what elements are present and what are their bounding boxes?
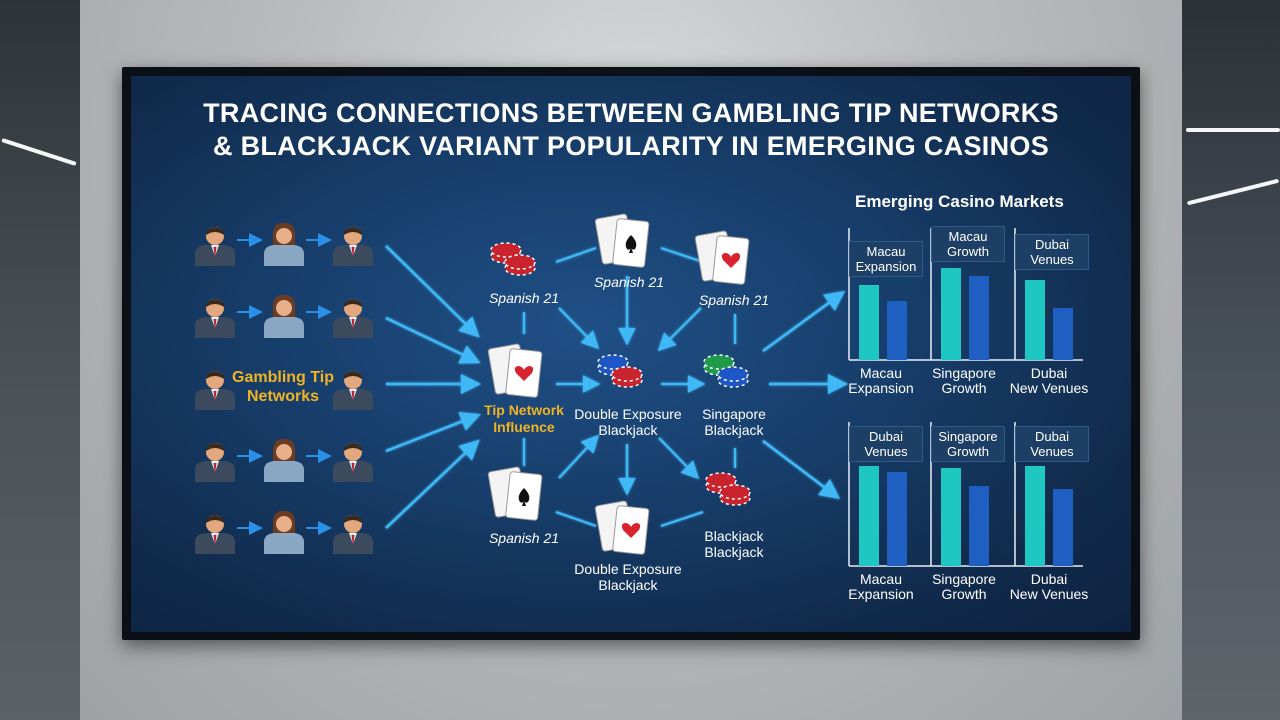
category-line: Expansion	[848, 586, 914, 602]
cards-icon	[487, 343, 543, 399]
variant-label: Double Exposure Blackjack	[563, 406, 693, 438]
variant-label: Blackjack Blackjack	[684, 528, 784, 560]
variant-label-line: Double Exposure	[574, 406, 682, 422]
bar	[887, 301, 907, 360]
cards-icon	[694, 230, 750, 286]
tag-line: Macau	[948, 229, 988, 244]
bar	[969, 486, 989, 566]
chips-icon	[703, 354, 749, 388]
bar	[969, 276, 989, 360]
bar	[887, 472, 907, 566]
network-to-hub-arrows	[385, 245, 481, 529]
category-line: Dubai	[1030, 365, 1068, 381]
category-line: New Venues	[1009, 380, 1089, 396]
diagram-screen: TRACING CONNECTIONS BETWEEN GAMBLING TIP…	[131, 76, 1131, 632]
ceiling-light	[1186, 128, 1280, 132]
category-line: New Venues	[1009, 586, 1089, 602]
category-line: Dubai	[1030, 571, 1068, 587]
bar	[941, 268, 961, 360]
variant-label-line: Blackjack	[704, 422, 764, 438]
bar	[1025, 280, 1045, 360]
cards-icon	[594, 500, 650, 556]
chips-icon	[490, 242, 536, 276]
chips-icon	[705, 472, 751, 506]
variant-label-line: Blackjack	[598, 422, 658, 438]
tag-line: Growth	[947, 244, 989, 259]
bar	[859, 466, 879, 566]
tag-line: Venues	[1030, 444, 1074, 459]
bar	[859, 285, 879, 360]
network-label-line-2: Networks	[246, 388, 320, 405]
bar	[1025, 466, 1045, 566]
tag-line: Venues	[1030, 252, 1074, 267]
tag-line: Growth	[947, 444, 989, 459]
market-chart-axes	[848, 228, 1083, 567]
cards-icon	[594, 213, 650, 269]
hub-label: Tip Network Influence	[474, 402, 574, 436]
category-line: Singapore	[932, 571, 996, 587]
category-line: Expansion	[848, 380, 914, 396]
cards-icon	[487, 466, 543, 522]
glass-partition-left	[0, 0, 80, 720]
tag-line: Singapore	[938, 429, 998, 444]
hub-label-line-1: Tip Network	[484, 402, 564, 418]
chips-icon	[597, 354, 643, 388]
category-line: Singapore	[932, 365, 996, 381]
variant-label-line: Singapore	[702, 406, 766, 422]
variant-label: Double Exposure Blackjack	[563, 561, 693, 593]
people-small-arrows	[237, 233, 332, 535]
diagram-canvas	[195, 213, 1083, 567]
variant-label: Spanish 21	[488, 530, 560, 546]
tag-line: Dubai	[869, 429, 903, 444]
variant-label-line: Blackjack	[704, 544, 764, 560]
variant-to-market-arrows	[762, 291, 848, 500]
variant-label-line: Double Exposure	[574, 561, 682, 577]
bar	[1053, 489, 1073, 566]
glass-partition-right	[1182, 0, 1280, 720]
tag-line: Venues	[864, 444, 908, 459]
variant-label: Spanish 21	[593, 274, 665, 290]
tag-line: Dubai	[1035, 237, 1069, 252]
tag-line: Expansion	[855, 259, 917, 274]
tag-line: Dubai	[1035, 429, 1069, 444]
variant-arrows	[556, 276, 706, 496]
title-line-1: TRACING CONNECTIONS BETWEEN GAMBLING TIP…	[203, 98, 1059, 128]
bar	[941, 468, 961, 566]
tag-line: Macau	[866, 244, 906, 259]
variant-label: Spanish 21	[698, 292, 770, 308]
network-label-line-1: Gambling Tip	[232, 369, 334, 386]
market-bars	[859, 268, 1073, 566]
network-label: Gambling Tip Networks	[227, 368, 339, 406]
category-line: Growth	[941, 586, 987, 602]
title-line-2: & BLACKJACK VARIANT POPULARITY IN EMERGI…	[212, 131, 1050, 161]
category-line: Growth	[941, 380, 987, 396]
variant-label: Spanish 21	[488, 290, 560, 306]
variant-label-line: Blackjack	[704, 528, 764, 544]
bar	[1053, 308, 1073, 360]
category-line: Macau	[859, 365, 903, 381]
variant-links	[522, 246, 737, 528]
markets-title: Emerging Casino Markets	[855, 192, 1064, 211]
hub-label-line-2: Influence	[493, 419, 555, 435]
variant-label: Singapore Blackjack	[684, 406, 784, 438]
variant-label-line: Blackjack	[598, 577, 658, 593]
category-line: Macau	[859, 571, 903, 587]
